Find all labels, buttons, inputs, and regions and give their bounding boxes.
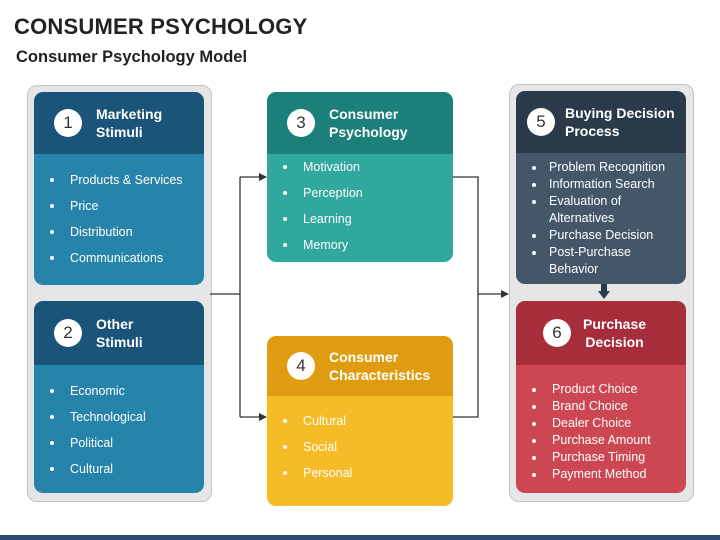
card-title-line: Stimuli: [96, 334, 143, 350]
number-badge: 4: [287, 352, 315, 380]
card-title-line: Marketing: [96, 106, 163, 122]
number-badge: 2: [54, 319, 82, 347]
list-item: Cultural: [267, 408, 453, 434]
card-body: Cultural Social Personal: [267, 396, 453, 506]
card-title-line: Characteristics: [329, 367, 431, 383]
list-item: Social: [267, 434, 453, 460]
card-title: Buying Decision Process: [565, 104, 675, 140]
card-title: Marketing Stimuli: [96, 105, 162, 141]
number-badge: 5: [527, 108, 555, 136]
card-body: Problem Recognition Information Search E…: [516, 153, 686, 284]
card-consumer-characteristics: 4 Consumer Characteristics Cultural Soci…: [267, 336, 453, 506]
list-item: Brand Choice: [516, 398, 686, 415]
card-title-line: Purchase: [583, 316, 647, 332]
connector-from-consumer-psychology: [453, 176, 479, 294]
connector-from-consumer-characteristics: [453, 294, 479, 418]
list-item: Price: [34, 193, 204, 219]
list-item: Learning: [267, 206, 453, 232]
card-header: 5 Buying Decision Process: [516, 91, 686, 153]
item-list: Cultural Social Personal: [267, 408, 453, 486]
list-item: Information Search: [516, 176, 686, 193]
list-item: Technological: [34, 404, 204, 430]
card-title-line: Consumer: [329, 349, 399, 365]
card-body: Motivation Perception Learning Memory: [267, 154, 453, 262]
item-list: Products & Services Price Distribution C…: [34, 167, 204, 271]
list-item: Purchase Timing: [516, 449, 686, 466]
card-title: Consumer Psychology: [329, 105, 408, 141]
item-list: Product Choice Brand Choice Dealer Choic…: [516, 381, 686, 483]
number-badge: 3: [287, 109, 315, 137]
card-header: 1 Marketing Stimuli: [34, 92, 204, 154]
list-item: Communications: [34, 245, 204, 271]
card-body: Products & Services Price Distribution C…: [34, 154, 204, 285]
card-header: 2 Other Stimuli: [34, 301, 204, 365]
page-subtitle: Consumer Psychology Model: [16, 48, 248, 66]
card-buying-decision-process: 5 Buying Decision Process Problem Recogn…: [516, 91, 686, 284]
page-title: CONSUMER PSYCHOLOGY: [14, 14, 308, 39]
list-item: Economic: [34, 378, 204, 404]
list-item: Motivation: [267, 154, 453, 180]
footer-bar: [0, 535, 720, 540]
card-title: Consumer Characteristics: [329, 348, 430, 384]
list-item: Products & Services: [34, 167, 204, 193]
item-list: Economic Technological Political Cultura…: [34, 378, 204, 482]
card-title-line: Process: [565, 123, 620, 139]
card-title: Other Stimuli: [96, 315, 143, 351]
card-title-line: Consumer: [329, 106, 399, 122]
list-item: Product Choice: [516, 381, 686, 398]
card-body: Economic Technological Political Cultura…: [34, 365, 204, 493]
card-body: Product Choice Brand Choice Dealer Choic…: [516, 365, 686, 493]
list-item: Personal: [267, 460, 453, 486]
card-marketing-stimuli: 1 Marketing Stimuli Products & Services …: [34, 92, 204, 285]
list-item: Memory: [267, 232, 453, 258]
card-header: 6 Purchase Decision: [516, 301, 686, 365]
card-title-line: Psychology: [329, 124, 408, 140]
list-item: Purchase Decision: [516, 227, 686, 244]
card-consumer-psychology: 3 Consumer Psychology Motivation Percept…: [267, 92, 453, 262]
item-list: Motivation Perception Learning Memory: [267, 154, 453, 258]
down-arrow-5-to-6: [598, 284, 610, 299]
list-item: Payment Method: [516, 466, 686, 483]
card-purchase-decision: 6 Purchase Decision Product Choice Brand…: [516, 301, 686, 493]
list-item: Perception: [267, 180, 453, 206]
card-other-stimuli: 2 Other Stimuli Economic Technological P…: [34, 301, 204, 493]
list-item: Purchase Amount: [516, 432, 686, 449]
card-title: Purchase Decision: [583, 315, 646, 351]
number-badge: 1: [54, 109, 82, 137]
list-item: Political: [34, 430, 204, 456]
list-item: Post-Purchase: [516, 244, 686, 261]
card-title-line: Buying Decision: [565, 105, 675, 121]
list-item: Distribution: [34, 219, 204, 245]
item-list: Problem Recognition Information Search E…: [516, 159, 686, 278]
list-item: Dealer Choice: [516, 415, 686, 432]
card-title-line: Decision: [585, 334, 644, 350]
number-badge: 6: [543, 319, 571, 347]
card-header: 3 Consumer Psychology: [267, 92, 453, 154]
list-item: Problem Recognition: [516, 159, 686, 176]
list-item-continuation: Alternatives: [549, 211, 615, 225]
list-item: Cultural: [34, 456, 204, 482]
card-title-line: Stimuli: [96, 124, 143, 140]
card-header: 4 Consumer Characteristics: [267, 336, 453, 396]
list-item-continuation: Behavior: [549, 262, 599, 276]
card-title-line: Other: [96, 316, 134, 332]
list-item: Evaluation of: [516, 193, 686, 210]
